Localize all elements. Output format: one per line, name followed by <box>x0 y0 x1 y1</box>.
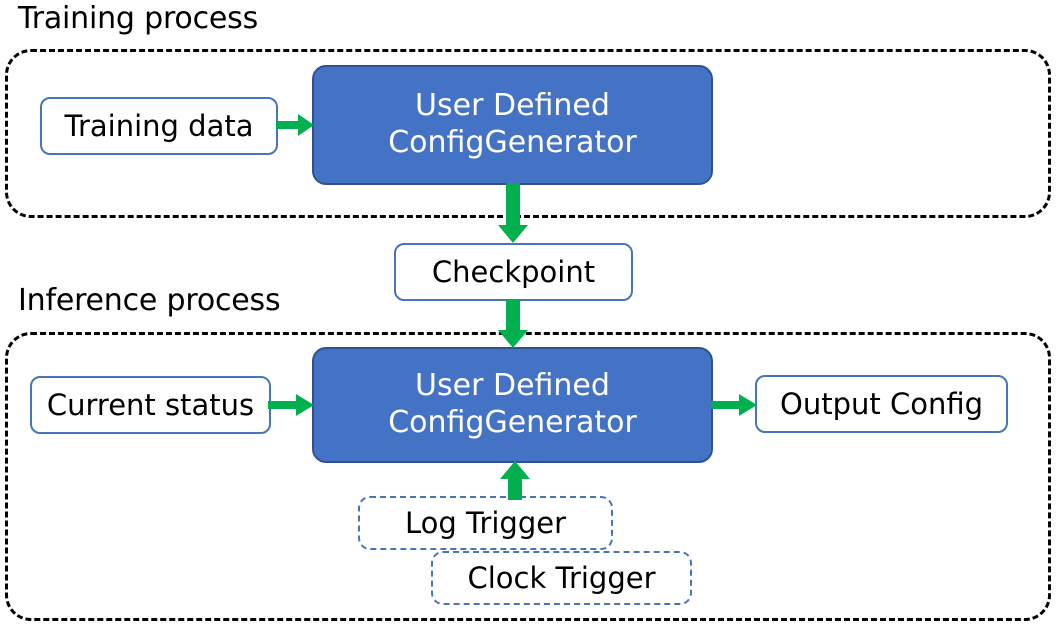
node-user-defined-configgenerator-training[interactable]: User Defined ConfigGenerator <box>312 65 713 185</box>
node-udcg-training-line1: User Defined <box>415 88 610 124</box>
node-log-trigger[interactable]: Log Trigger <box>358 496 613 550</box>
arrow-configgenerator-to-checkpoint <box>497 183 529 245</box>
node-log-trigger-label: Log Trigger <box>404 505 567 540</box>
node-output-config-label: Output Config <box>780 386 983 421</box>
training-process-group <box>5 49 1051 218</box>
node-current-status[interactable]: Current status <box>30 376 271 434</box>
inference-process-title: Inference process <box>18 283 281 318</box>
arrow-trigger-to-configgenerator <box>499 461 531 501</box>
node-udcg-inference-line2: ConfigGenerator <box>388 405 637 440</box>
node-udcg-inference-line1: User Defined <box>415 368 610 404</box>
node-training-data[interactable]: Training data <box>40 97 278 155</box>
node-current-status-label: Current status <box>46 387 255 422</box>
node-clock-trigger-label: Clock Trigger <box>467 560 656 595</box>
training-process-title: Training process <box>18 1 258 36</box>
arrow-current-status-to-configgenerator <box>268 390 316 420</box>
arrow-checkpoint-to-configgenerator <box>497 299 529 349</box>
node-clock-trigger[interactable]: Clock Trigger <box>431 551 692 605</box>
arrow-training-data-to-configgenerator <box>276 110 316 140</box>
arrow-configgenerator-to-output-config <box>711 390 759 420</box>
node-output-config[interactable]: Output Config <box>755 375 1008 433</box>
node-user-defined-configgenerator-inference[interactable]: User Defined ConfigGenerator <box>312 347 713 463</box>
node-checkpoint[interactable]: Checkpoint <box>394 243 633 301</box>
node-training-data-label: Training data <box>64 108 254 143</box>
node-udcg-training-line2: ConfigGenerator <box>388 125 637 160</box>
inference-process-group <box>5 332 1051 621</box>
node-checkpoint-label: Checkpoint <box>431 254 596 289</box>
